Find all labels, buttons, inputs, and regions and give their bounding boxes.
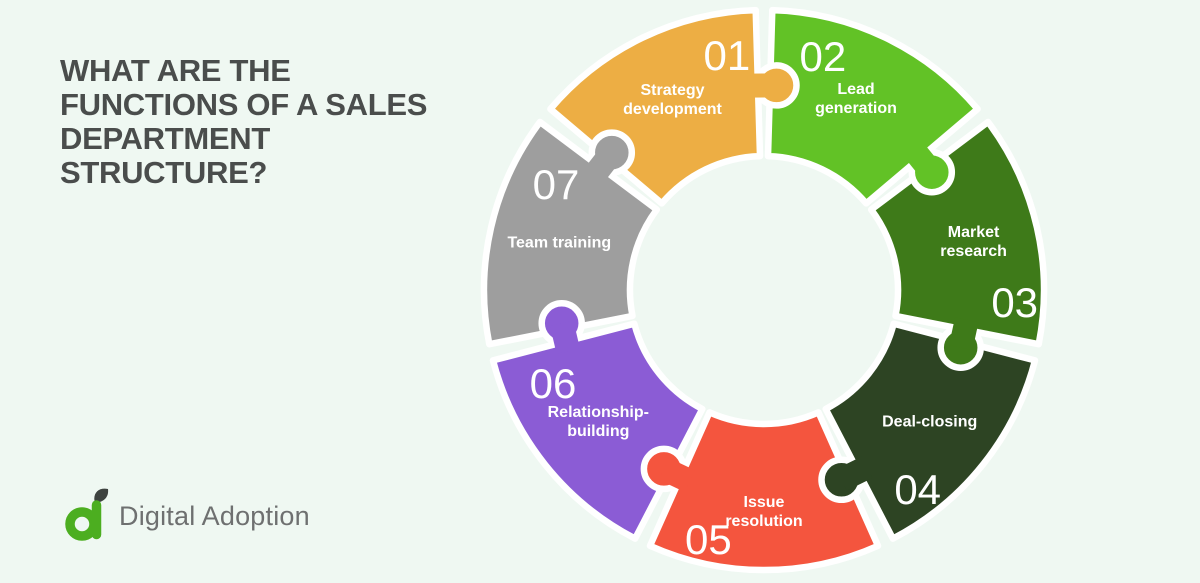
puzzle-knob-neck-05 [658, 458, 695, 492]
segment-shape-04 [822, 320, 1039, 542]
segment-shape-07 [480, 118, 661, 348]
segment-shape-05 [646, 409, 882, 574]
segment-shape-01 [547, 6, 764, 207]
page-title: WHAT ARE THE FUNCTIONS OF A SALES DEPART… [60, 53, 428, 190]
logo-ring [65, 507, 99, 541]
puzzle-knob-neck-07 [584, 145, 622, 183]
puzzle-knob-neck-02 [904, 142, 942, 180]
segment-shape-02 [764, 6, 981, 207]
logo-leaf-icon [94, 488, 109, 503]
digital-adoption-logo-icon [65, 488, 109, 541]
puzzle-knob-neck-06 [550, 320, 580, 354]
logo-text: Digital Adoption [119, 501, 310, 531]
puzzle-knob-neck-03 [948, 317, 979, 351]
digital-adoption-logo: Digital Adoption [62, 488, 310, 545]
puzzle-knob-neck-04 [836, 456, 873, 491]
puzzle-ring-svg [480, 6, 1048, 574]
